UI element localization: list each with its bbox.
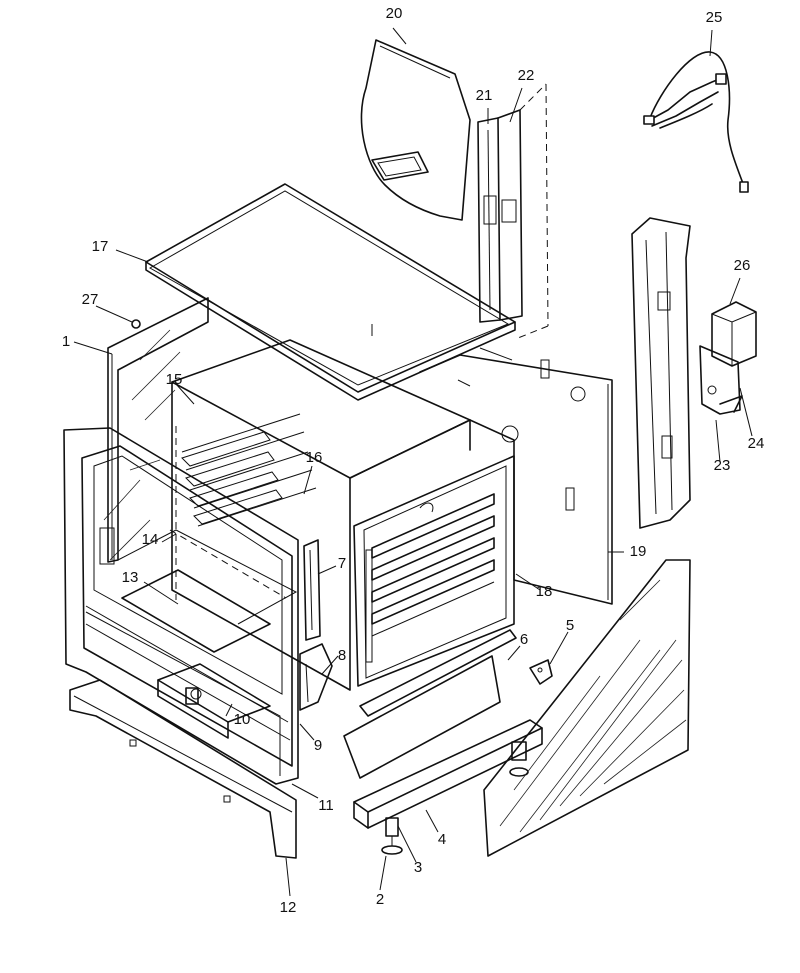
callout-7: 7 [338,555,346,572]
part-8-hinge-receiver [299,643,333,711]
callout-24: 24 [748,435,765,452]
callout-23: 23 [714,457,731,474]
callout-22: 22 [518,67,535,84]
callout-3: 3 [414,859,422,876]
callout-1: 1 [62,333,70,350]
part-17-top-panel [145,183,516,401]
callout-16: 16 [306,449,323,466]
part-4-base-rail [353,719,543,829]
right-outer-side-panel [483,559,691,857]
part-11-front-frame [63,427,299,785]
part-23-24-mounting-bracket [699,345,743,415]
part-20-back-shield [360,39,471,221]
callout-9: 9 [314,737,322,754]
part-27-screw [131,319,141,329]
part-12-kick-panel [69,679,297,859]
callout-27: 27 [82,291,99,308]
callout-25: 25 [706,9,723,26]
oven-cavity-body [171,339,471,691]
callout-13: 13 [122,569,139,586]
callout-18: 18 [536,583,553,600]
callout-14: 14 [142,531,159,548]
callout-10: 10 [234,711,251,728]
part-19-right-side-panel [419,347,613,605]
callout-15: 15 [166,371,183,388]
callout-17: 17 [92,238,109,255]
part-26-junction-box [711,301,757,367]
callout-labels: 1 2 3 4 5 6 7 8 9 10 11 12 13 14 15 16 1… [62,5,765,916]
callout-6: 6 [520,631,528,648]
part-10-lower-bracket [157,663,271,739]
callout-12: 12 [280,899,297,916]
part-1-left-side-panel [107,297,209,563]
callout-21: 21 [476,87,493,104]
callout-8: 8 [338,647,346,664]
callout-4: 4 [438,831,446,848]
part-21-22-rear-brackets [477,83,549,339]
part-5-clip [529,659,553,685]
part-6-bottom-cover [343,629,517,779]
leader-lines [73,27,753,897]
callout-26: 26 [734,257,751,274]
callout-2: 2 [376,891,384,908]
callout-11: 11 [318,797,334,814]
part-7-hinge-bracket [303,539,321,641]
callout-5: 5 [566,617,574,634]
part-2-3-leveling-leg [185,687,529,855]
callout-19: 19 [630,543,647,560]
right-vertical-rail [631,217,691,529]
callout-20: 20 [386,5,403,22]
part-25-wire-harness [643,51,749,193]
part-18-side-liner [353,455,515,687]
part-13-14-door-gasket [117,529,298,653]
